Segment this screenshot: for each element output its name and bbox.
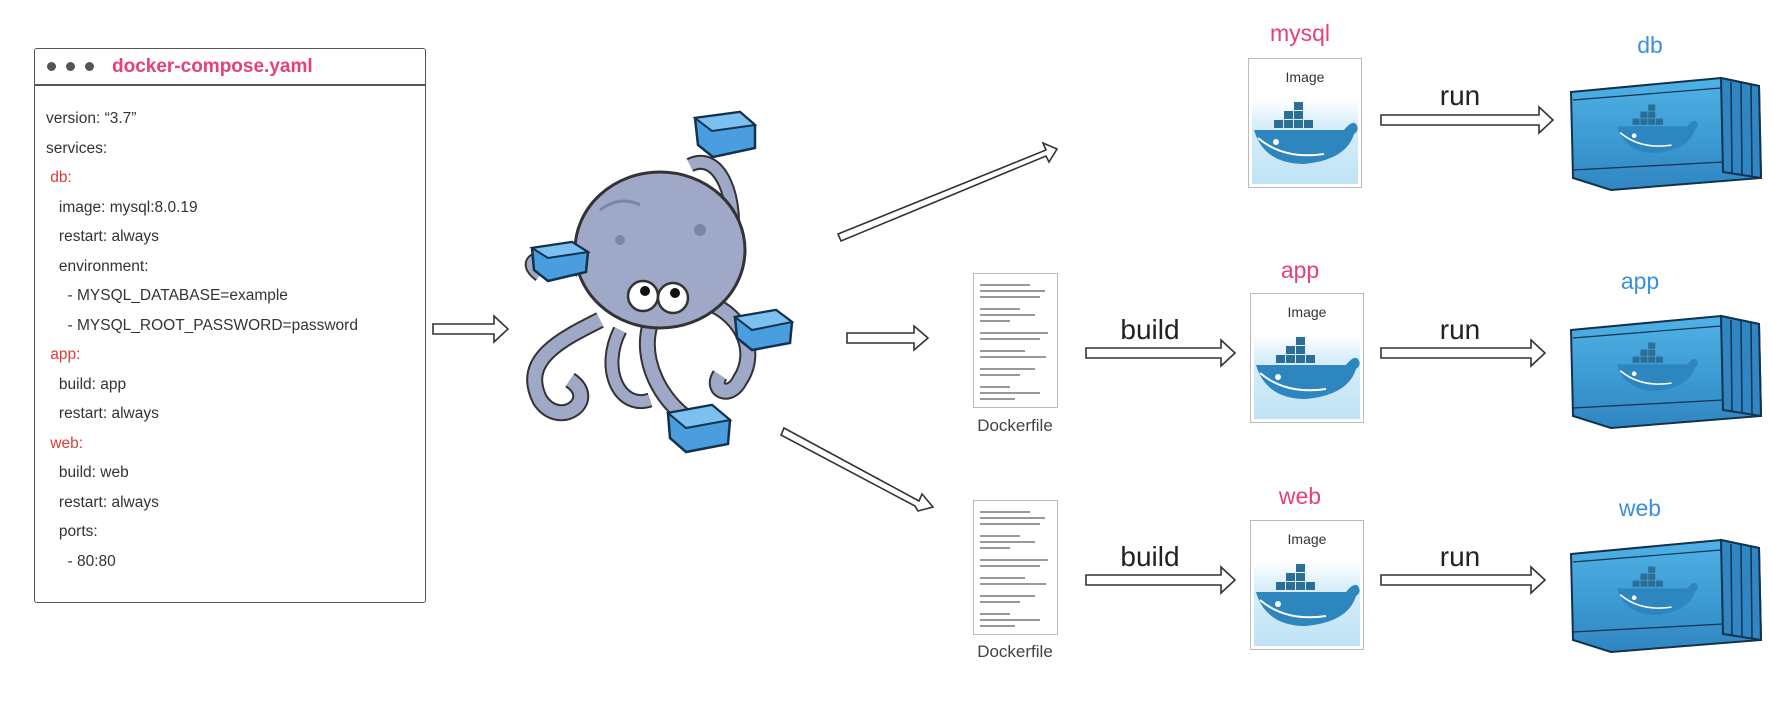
code-line: restart: always <box>46 493 159 511</box>
code-line: environment: <box>46 257 149 275</box>
container-box-icon <box>692 110 758 159</box>
window-titlebar: docker-compose.yaml <box>35 49 425 86</box>
shipping-container-icon <box>1571 316 1761 428</box>
image-label-web: web <box>1278 483 1322 509</box>
image-caption: Image <box>1287 304 1327 320</box>
container-box-icon <box>665 403 733 454</box>
container-label-app: app <box>1620 268 1660 294</box>
container-label-db: db <box>1637 32 1663 58</box>
shipping-container-icon <box>1571 540 1761 652</box>
dockerfile-label-web: Dockerfile <box>977 642 1053 661</box>
arrow-octopus-to-app-dockerfile <box>846 324 930 352</box>
compose-file-window: docker-compose.yaml version: “3.7” servi… <box>34 48 426 603</box>
code-line-service-db: db: <box>46 169 72 186</box>
build-label-web: build <box>1120 541 1180 572</box>
arrow-yaml-to-octopus <box>432 314 510 344</box>
window-dot-icon <box>47 62 56 71</box>
run-arrow-app <box>1380 338 1547 368</box>
image-caption: Image <box>1287 531 1327 547</box>
code-line: - MYSQL_ROOT_PASSWORD=password <box>46 316 358 334</box>
dockerfile-doc-icon <box>973 273 1058 408</box>
code-line: restart: always <box>46 405 159 422</box>
code-line: - 80:80 <box>46 552 116 570</box>
run-label-web: run <box>1439 541 1481 572</box>
container-label-web: web <box>1618 495 1662 521</box>
window-dot-icon <box>66 62 75 71</box>
code-line: build: app <box>46 375 127 393</box>
build-arrow-web <box>1085 565 1237 595</box>
code-line: ports: <box>46 523 98 540</box>
file-title: docker-compose.yaml <box>112 55 313 77</box>
build-label-app: build <box>1120 314 1180 345</box>
docker-image-app: Image <box>1250 293 1364 423</box>
run-label-app: run <box>1439 314 1481 345</box>
build-arrow-app <box>1085 338 1237 368</box>
image-label-app: app <box>1280 257 1320 283</box>
code-line: - MYSQL_DATABASE=example <box>46 287 288 304</box>
code-line: services: <box>46 139 108 157</box>
code-line: restart: always <box>46 228 159 245</box>
code-line: image: mysql:8.0.19 <box>46 198 198 216</box>
docker-image-mysql: Image <box>1248 58 1362 188</box>
code-line: version: “3.7” <box>46 110 137 127</box>
run-label-db: run <box>1439 80 1481 111</box>
arrow-octopus-to-web-dockerfile <box>779 426 935 512</box>
container-box-icon <box>732 308 795 352</box>
shipping-container-icon <box>1571 78 1761 190</box>
run-arrow-web <box>1380 565 1547 595</box>
code-line-service-app: app: <box>46 346 81 363</box>
container-box-icon <box>529 240 591 283</box>
code-line: build: web <box>46 464 129 481</box>
docker-image-web: Image <box>1250 520 1364 650</box>
window-dot-icon <box>85 62 94 71</box>
image-label-mysql: mysql <box>1269 20 1331 46</box>
yaml-code-block: version: “3.7” services: db: image: mysq… <box>35 86 425 576</box>
dockerfile-label-app: Dockerfile <box>977 416 1053 435</box>
code-line-service-web: web: <box>46 434 84 452</box>
image-caption: Image <box>1285 69 1325 85</box>
docker-compose-octopus-icon <box>524 110 795 454</box>
run-arrow-db <box>1380 105 1555 135</box>
arrow-octopus-to-mysql <box>836 141 1059 243</box>
dockerfile-doc-icon <box>973 500 1058 635</box>
